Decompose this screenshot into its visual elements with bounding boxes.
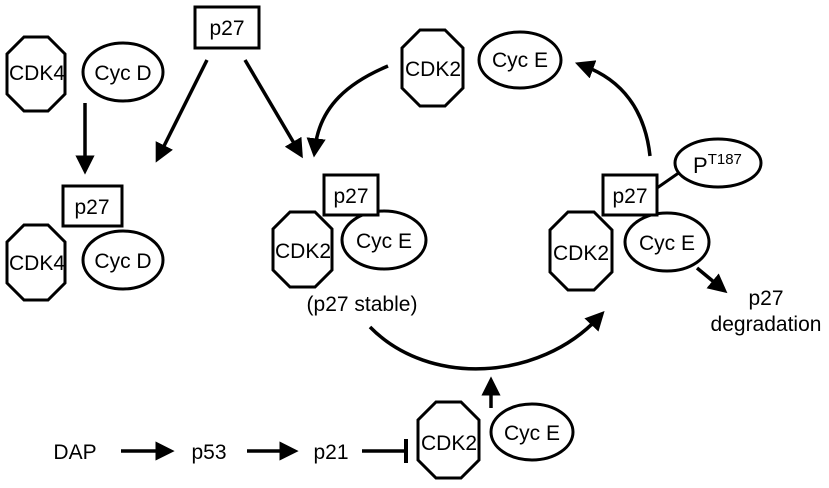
cdk2-octagon — [271, 210, 334, 289]
degradation-line1: p27 — [748, 287, 783, 310]
phospho-link — [656, 170, 681, 190]
cyce-ellipse — [477, 30, 563, 90]
p27-box — [601, 173, 659, 217]
cdk4-label: CDK4 — [9, 252, 65, 275]
cycd-label: Cyc D — [94, 62, 151, 85]
phospho-base: P — [693, 153, 708, 178]
arrow-p27-to-cdk2-complex — [243, 59, 303, 159]
cdk2-cyce-complex-top: CDK2 Cyc E — [400, 28, 563, 108]
cdk2-cyce-complex-bottom: CDK2 Cyc E — [416, 400, 575, 480]
phospho-site: T187 — [708, 151, 742, 168]
cyce-label: Cyc E — [356, 230, 412, 253]
phospho-p27-cdk2-cyce-complex: CDK2 Cyc E p27 PT187 — [548, 137, 763, 292]
cdk2-label: CDK2 — [405, 58, 461, 81]
p27-label: p27 — [209, 17, 244, 40]
cdk4-label: CDK4 — [9, 62, 65, 85]
cyce-ellipse — [489, 402, 575, 462]
phospho-label: PT187 — [693, 151, 742, 178]
cdk2-octagon — [400, 28, 465, 108]
p27-stable-label: (p27 stable) — [307, 293, 418, 316]
p27-box — [61, 184, 124, 228]
p27-box — [322, 173, 380, 217]
cdk4-octagon — [5, 35, 67, 113]
cycd-ellipse — [81, 229, 165, 291]
phospho-ellipse — [673, 137, 763, 189]
cdk2-octagon — [548, 210, 614, 292]
p27-label: p27 — [74, 196, 109, 219]
cyce-label: Cyc E — [504, 422, 560, 445]
degradation-line2: degradation — [711, 313, 822, 336]
p21-label: p21 — [313, 441, 348, 464]
cyce-label: Cyc E — [639, 232, 695, 255]
p53-label: p53 — [191, 441, 226, 464]
arrow-stable-to-phospho — [368, 310, 605, 371]
cyce-ellipse — [623, 211, 711, 273]
cdk4-cycd-complex: CDK4 Cyc D — [5, 35, 165, 113]
arrow-cdk2cyce-to-stable — [306, 64, 389, 158]
arrow-phospho-to-cdk2cyce — [574, 60, 652, 157]
p27-label: p27 — [333, 185, 368, 208]
cyce-label: Cyc E — [492, 49, 548, 72]
arrows — [75, 59, 728, 463]
p27-label: p27 — [612, 185, 647, 208]
cdk4-octagon — [5, 223, 67, 302]
p27-box — [193, 5, 261, 50]
cycd-ellipse — [81, 41, 165, 103]
free-p27: p27 — [193, 5, 261, 50]
degradation-label-group: p27 degradation — [711, 287, 822, 336]
cdk2-octagon — [416, 400, 481, 480]
cdk2-label: CDK2 — [553, 242, 609, 265]
cdk2-label: CDK2 — [275, 240, 331, 263]
arrow-to-degradation — [695, 266, 728, 294]
p27-cdk2-cyce-stable-complex: CDK2 Cyc E p27 (p27 stable) — [271, 173, 428, 316]
cyce-ellipse — [340, 209, 428, 271]
cycd-label: Cyc D — [94, 250, 151, 273]
p27-cdk4-cycd-complex: CDK4 Cyc D p27 — [5, 184, 165, 302]
arrow-p27-to-cdk4-complex — [155, 59, 209, 163]
dap-label: DAP — [53, 441, 96, 464]
cdk2-label: CDK2 — [421, 432, 477, 455]
